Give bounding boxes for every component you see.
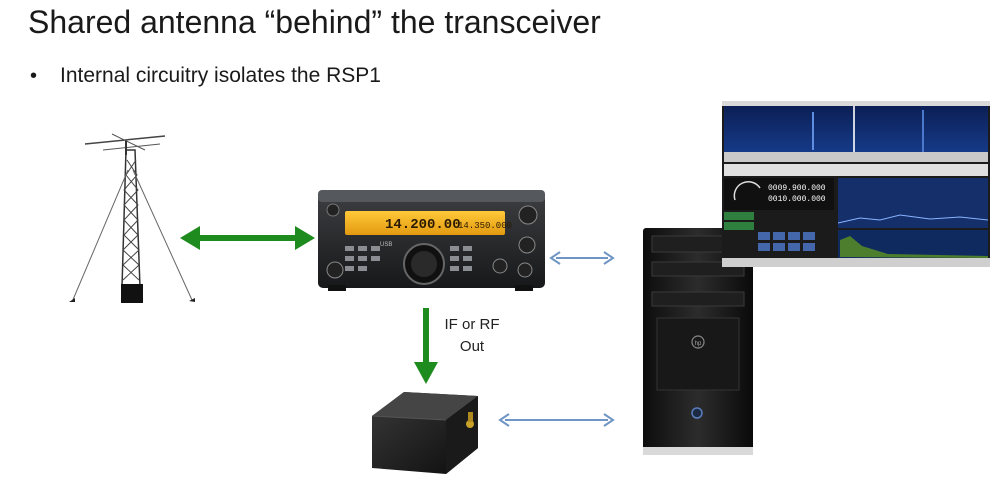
transceiver-display	[345, 211, 505, 235]
transceiver-main-frequency: 14.200.00	[385, 217, 461, 233]
rsp1-computer-link-arrow	[498, 413, 615, 427]
tower-pc-icon: hp	[643, 228, 753, 455]
ham-transceiver-icon: 14.200.00 14.350.000 USB	[318, 190, 545, 291]
if-rf-out-arrow	[414, 308, 438, 384]
pc-brand-label: hp	[695, 341, 702, 347]
hp-logo-icon	[691, 335, 705, 349]
sdr-frequency-2: 0010.000.000	[768, 195, 826, 204]
sdr-frequency-1: 0009.900.000	[768, 184, 826, 193]
transceiver-mode-label: USB	[380, 242, 392, 248]
antenna-tower-icon	[69, 133, 195, 303]
if-rf-label-line2: Out	[459, 338, 485, 355]
bullet-marker: •	[30, 64, 38, 87]
transceiver-sub-frequency: 14.350.000	[458, 221, 512, 231]
sdr-receiver-box-icon	[371, 392, 478, 474]
antenna-transceiver-arrow	[180, 226, 315, 250]
bullet-item: • Internal circuitry isolates the RSP1	[30, 64, 381, 88]
slide-title: Shared antenna “behind” the transceiver	[28, 4, 601, 40]
transceiver-computer-link-arrow	[549, 251, 615, 265]
waterfall-display	[724, 106, 988, 152]
s-meter-gauge	[733, 181, 761, 201]
bullet-text: Internal circuitry isolates the RSP1	[60, 64, 381, 87]
if-rf-label-line1: IF or RF	[444, 316, 500, 333]
if-rf-out-label: IF or RF Out	[440, 314, 504, 358]
power-button-icon	[691, 407, 703, 419]
sdr-software-screenshot-icon: 0009.900.000 0010.000.000	[722, 101, 990, 267]
